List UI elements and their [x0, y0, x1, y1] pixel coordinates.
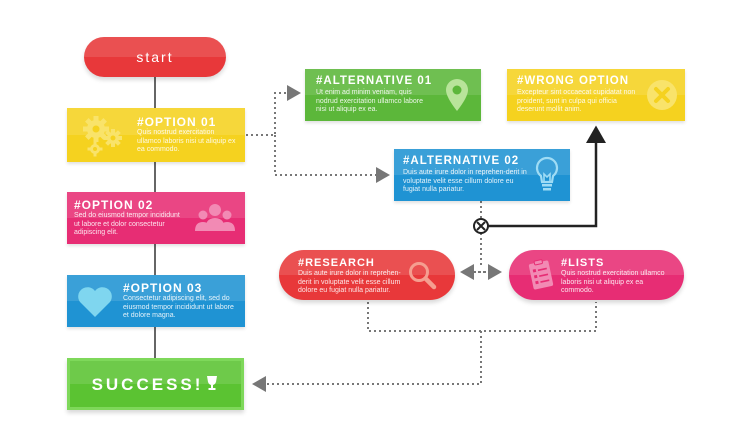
success-label: SUCCESS!: [70, 375, 241, 395]
junction-to-wrong-option-line: [488, 125, 606, 228]
option1-to-alternative1-line: [246, 85, 301, 136]
lightbulb-icon: [535, 156, 559, 191]
heart-icon: [78, 287, 112, 317]
success-label-text: SUCCESS!: [91, 375, 204, 394]
option1-to-alternative2-line: [274, 135, 390, 183]
lists-title: #LISTS: [561, 257, 605, 269]
people-icon: [195, 204, 235, 231]
start-label: start: [136, 49, 174, 65]
option2-text: Sed do eiusmod tempor incididunt ut labo…: [74, 212, 180, 236]
success-node[interactable]: SUCCESS!: [67, 358, 244, 410]
option3-text: Consectetur adipiscing elit, sed do eius…: [123, 295, 234, 319]
wrong-option-node[interactable]: #WRONG OPTION Excepteur sint occaecat cu…: [507, 69, 685, 121]
option1-node[interactable]: #OPTION 01 Quis nostrud exercitation ull…: [67, 108, 245, 162]
magnifier-icon: [409, 262, 437, 290]
to-success-line: [252, 331, 482, 392]
wrong-option-text: Excepteur sint occaecat cupidatat non pr…: [517, 89, 636, 113]
option1-title: #OPTION 01: [137, 115, 217, 129]
alternative1-title: #ALTERNATIVE 01: [316, 75, 433, 87]
research-node[interactable]: #RESEARCH Duis aute irure dolor in repre…: [279, 250, 455, 300]
checklist-icon: [528, 259, 554, 290]
wrong-option-title: #WRONG OPTION: [517, 75, 630, 87]
alternative2-text: Duis aute irure dolor in reprehen-derit …: [403, 169, 527, 193]
gears-icon: [83, 116, 122, 157]
option2-node[interactable]: #OPTION 02 Sed do eiusmod tempor incidid…: [67, 192, 245, 244]
trophy-icon: [207, 376, 218, 390]
alternative2-title: #ALTERNATIVE 02: [403, 155, 520, 167]
option3-title: #OPTION 03: [123, 281, 203, 295]
research-title: #RESEARCH: [298, 257, 375, 269]
map-pin-icon: [446, 79, 468, 111]
lists-text: Quis nostrud exercitation ullamco labori…: [561, 270, 665, 294]
alternative1-node[interactable]: #ALTERNATIVE 01 Ut enim ad minim veniam,…: [305, 69, 481, 121]
option2-title: #OPTION 02: [74, 198, 154, 212]
option3-node[interactable]: #OPTION 03 Consectetur adipiscing elit, …: [67, 275, 245, 327]
option1-text: Quis nostrud exercitation ullamco labori…: [137, 129, 236, 153]
alternative2-node[interactable]: #ALTERNATIVE 02 Duis aute irure dolor in…: [394, 149, 570, 201]
x-circle-icon: [647, 80, 677, 110]
alternative1-text: Ut enim ad minim veniam, quis nodrud exe…: [316, 89, 424, 113]
research-down-line: [367, 302, 597, 332]
lists-node[interactable]: #LISTS Quis nostrud exercitation ullamco…: [509, 250, 684, 300]
x-circle-junction-icon: [473, 218, 489, 234]
start-node[interactable]: start: [84, 37, 226, 77]
research-text: Duis aute irure dolor in reprehen-derit …: [298, 270, 401, 294]
